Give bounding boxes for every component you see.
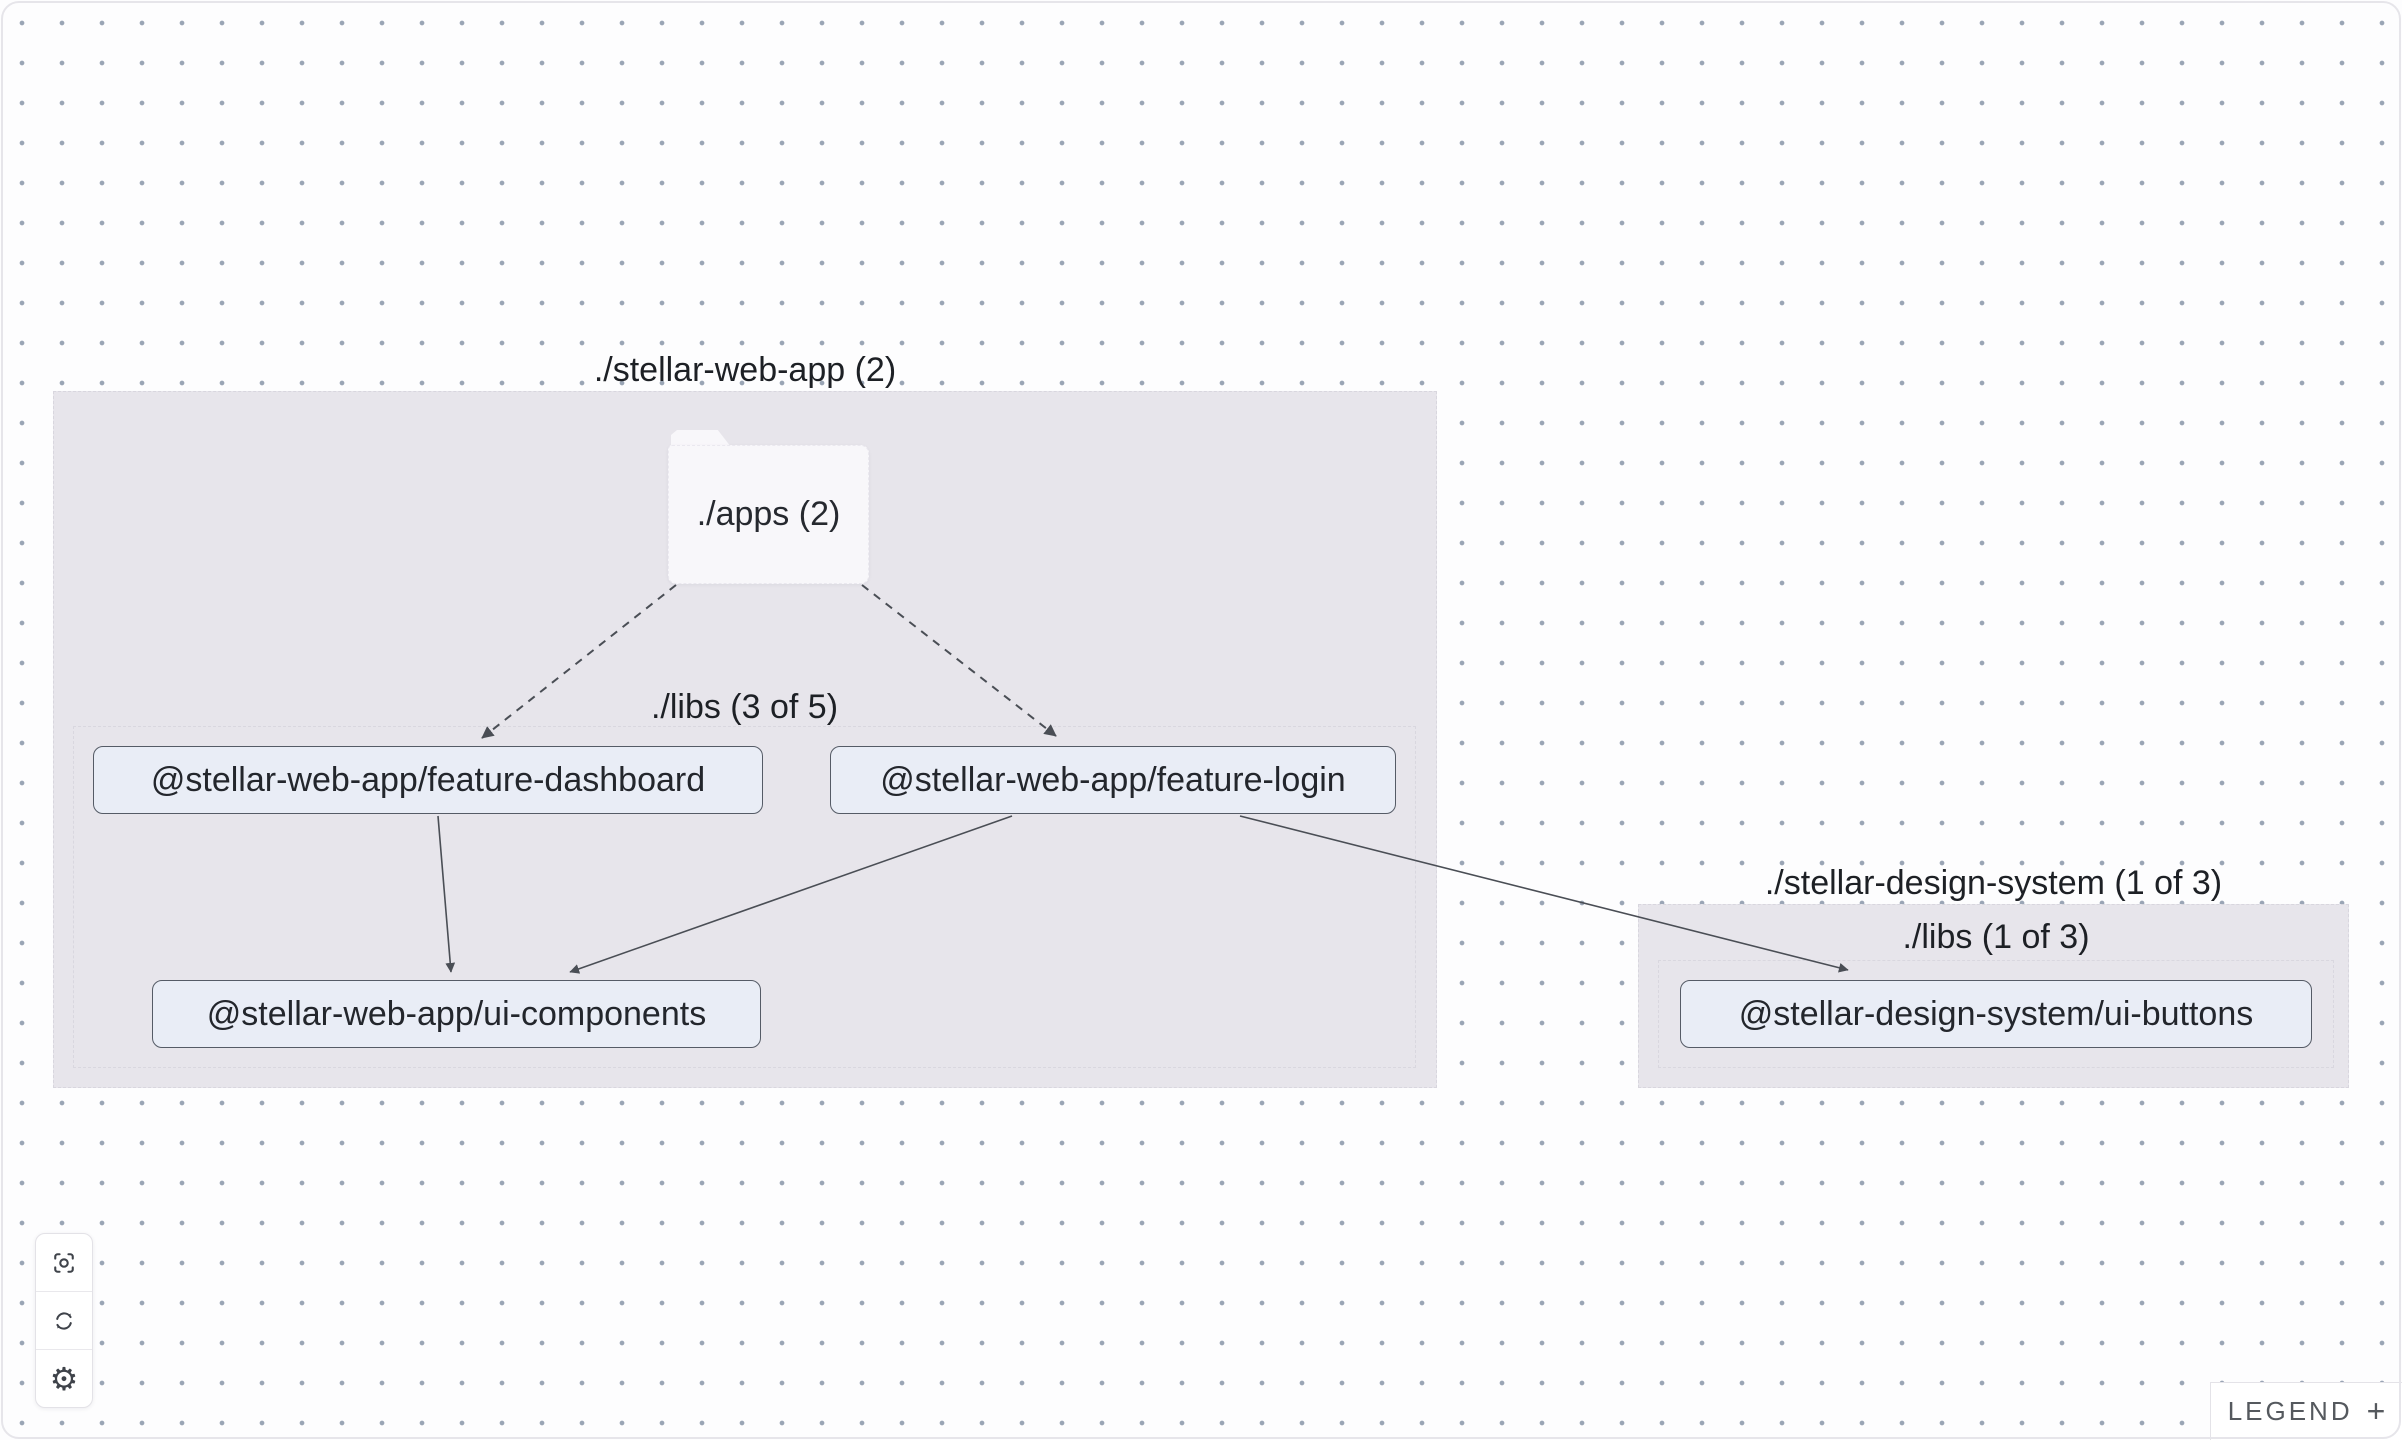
legend-button[interactable]: LEGEND + bbox=[2210, 1382, 2402, 1440]
settings-icon: ⚙ bbox=[49, 1359, 79, 1398]
edge-feature-login-to-ui-components bbox=[569, 815, 1013, 974]
graph-toolbar: ⚙ bbox=[35, 1233, 93, 1408]
node-feature-dashboard[interactable]: @stellar-web-app/feature-dashboard bbox=[93, 746, 763, 814]
node-ui-components-label: @stellar-web-app/ui-components bbox=[206, 994, 707, 1033]
folder-apps-tab bbox=[671, 430, 731, 447]
focus-icon bbox=[54, 1252, 74, 1273]
node-ui-components[interactable]: @stellar-web-app/ui-components bbox=[152, 980, 761, 1048]
subgroup-stellar-design-system-libs bbox=[1658, 960, 2334, 1068]
refresh-button[interactable] bbox=[36, 1291, 92, 1349]
settings-button[interactable]: ⚙ bbox=[36, 1349, 92, 1407]
edge-feature-dashboard-to-ui-components bbox=[437, 815, 456, 973]
node-ui-buttons-label: @stellar-design-system/ui-buttons bbox=[1738, 994, 2254, 1033]
focus-button[interactable] bbox=[36, 1234, 92, 1291]
edge-apps-to-feature-login bbox=[861, 584, 1057, 737]
legend-label: LEGEND bbox=[2227, 1396, 2353, 1426]
plus-icon: + bbox=[2366, 1393, 2386, 1429]
folder-apps-label: ./apps (2) bbox=[696, 495, 841, 533]
edge-feature-login-to-ui-buttons bbox=[1239, 815, 1849, 973]
edge-apps-to-feature-dashboard bbox=[481, 584, 677, 739]
refresh-icon bbox=[56, 1311, 72, 1330]
node-feature-login[interactable]: @stellar-web-app/feature-login bbox=[830, 746, 1396, 814]
node-feature-dashboard-label: @stellar-web-app/feature-dashboard bbox=[150, 760, 706, 799]
node-feature-login-label: @stellar-web-app/feature-login bbox=[880, 760, 1346, 799]
subgroup-stellar-web-app-libs bbox=[73, 726, 1416, 1068]
folder-apps-node[interactable]: ./apps (2) bbox=[668, 445, 869, 584]
node-ui-buttons[interactable]: @stellar-design-system/ui-buttons bbox=[1680, 980, 2312, 1048]
